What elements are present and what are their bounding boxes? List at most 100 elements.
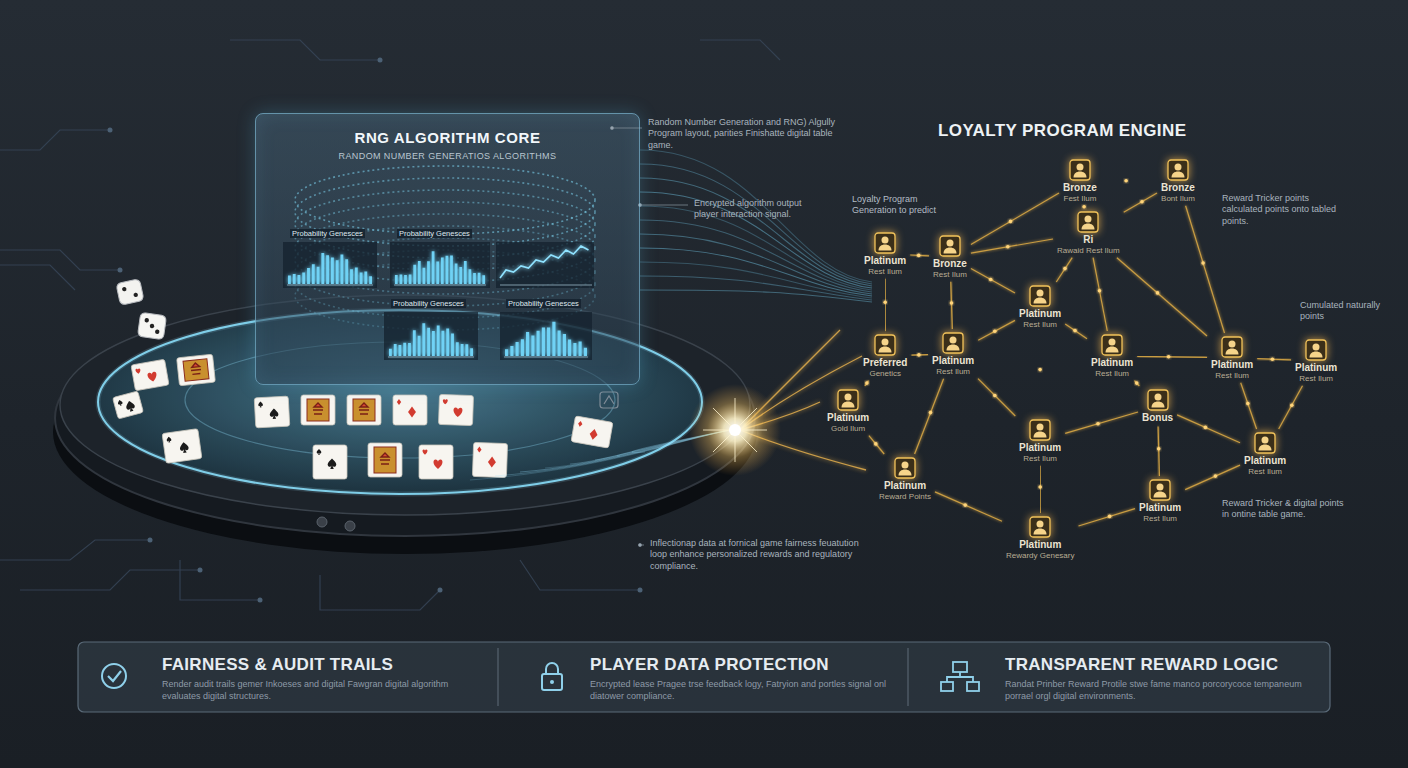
tier-name: Bronze <box>1063 182 1097 194</box>
annotation: Reward Tricker points calculated points … <box>1222 193 1342 227</box>
icon-body <box>1106 347 1119 353</box>
network-link <box>884 279 885 331</box>
data-stream <box>640 248 872 296</box>
panel-subtitle: RANDOM NUMBER GENERATIOS ALGORITHMS <box>256 151 639 161</box>
tier-detail: Rest Ilum <box>1295 374 1337 383</box>
tier-node: PlatinumRest Ilum <box>1209 335 1255 381</box>
glow-dot <box>917 254 921 258</box>
chart-label: Probability Genesces <box>397 229 472 238</box>
probability-charts <box>283 166 595 360</box>
card-suit <box>423 450 428 455</box>
card-suit <box>258 401 263 407</box>
glass-panel <box>255 113 640 385</box>
panel-heading: RNG ALGORITHM CORE <box>256 129 639 146</box>
icon-head <box>845 394 852 401</box>
tier-detail: Rest Ilum <box>932 367 974 376</box>
icon-head <box>1037 424 1044 431</box>
icon-body <box>1151 402 1164 408</box>
glow-dot <box>1271 358 1275 362</box>
glow-dot <box>883 300 887 304</box>
glow-dot <box>865 381 869 385</box>
person-icon <box>1254 432 1276 454</box>
tier-name: Platinum <box>1006 539 1074 551</box>
icon-frame <box>1255 433 1275 453</box>
card-suit <box>397 399 401 405</box>
icon-body <box>1154 492 1167 498</box>
tier-name: Platinum <box>1091 357 1133 369</box>
network-link <box>978 379 1015 416</box>
person-icon <box>1069 159 1091 181</box>
network-link <box>865 381 869 386</box>
feature-body: Render audit trails gemer Inkoeses and d… <box>162 679 484 702</box>
icon-frame <box>1150 480 1170 500</box>
network-link <box>910 254 929 256</box>
tier-name: Platinum <box>1211 359 1253 371</box>
glow-dot <box>1140 200 1144 204</box>
playing-card <box>393 395 427 425</box>
tier-detail: Reward Points <box>879 492 931 501</box>
face-art <box>374 447 396 473</box>
glow-dot <box>1006 245 1010 249</box>
tier-name: Preferred <box>863 357 907 369</box>
data-stream <box>640 220 872 292</box>
icon-body <box>1226 349 1239 355</box>
tier-name: Bonus <box>1142 412 1173 424</box>
icon-frame <box>895 458 915 478</box>
tier-detail: Rest Ilum <box>1139 514 1181 523</box>
tier-detail: Rest Ilum <box>1244 467 1286 476</box>
tier-node: PlatinumGold Ilum <box>825 388 871 434</box>
icon-head <box>1313 344 1320 351</box>
icon-head <box>1262 437 1269 444</box>
card-suit <box>328 459 337 470</box>
person-icon <box>1305 339 1327 361</box>
tier-name: Platinum <box>932 355 974 367</box>
person-icon <box>1077 211 1099 233</box>
histogram-bars <box>289 253 370 284</box>
network-link <box>1135 381 1140 386</box>
glow-dot <box>1135 381 1139 385</box>
person-icon <box>894 457 916 479</box>
playing-card <box>177 354 216 386</box>
person-icon <box>1149 479 1171 501</box>
icon-frame <box>1030 517 1050 537</box>
tier-node: PlatinumRest Ilum <box>1293 338 1339 384</box>
tier-name: Platinum <box>1019 308 1061 320</box>
card-suit <box>270 408 279 419</box>
icon-head <box>950 337 957 344</box>
feature-section: FAIRNESS & AUDIT TRAILSRender audit trai… <box>78 642 498 712</box>
icon-body <box>1034 529 1047 535</box>
icon-head <box>1037 521 1044 528</box>
card-face <box>472 442 507 477</box>
network-link <box>951 282 953 329</box>
chart-axis <box>504 357 588 358</box>
icon-frame <box>1222 337 1242 357</box>
tier-detail: Rest Ilum <box>864 267 906 276</box>
network-link <box>1079 509 1136 526</box>
card-suit <box>147 372 157 383</box>
card-suit <box>317 449 322 455</box>
icon-body <box>947 345 960 351</box>
card-suit <box>125 400 136 412</box>
glow-dot <box>1214 474 1218 478</box>
playing-card <box>313 445 347 479</box>
card-suit <box>166 436 171 442</box>
person-icon <box>1221 336 1243 358</box>
tier-name: Platinum <box>1295 362 1337 374</box>
card-suit <box>408 407 416 418</box>
glow-dot <box>874 442 878 446</box>
tier-node: PlatinumRest Ilum <box>1017 418 1063 464</box>
tier-name: Platinum <box>1019 442 1061 454</box>
icon-head <box>902 462 909 469</box>
face-art <box>380 453 390 464</box>
network-link <box>1185 465 1240 490</box>
person-icon <box>1029 419 1051 441</box>
tier-detail: Rest Ilum <box>1019 454 1061 463</box>
icon-head <box>882 237 889 244</box>
icon-body <box>943 248 956 254</box>
icon-body <box>879 347 892 353</box>
person-icon <box>874 334 896 356</box>
icon-frame <box>1030 286 1050 306</box>
person-icon <box>1147 389 1169 411</box>
annotation: Cumulated naturally points <box>1300 300 1392 323</box>
network-link <box>1039 332 1040 416</box>
